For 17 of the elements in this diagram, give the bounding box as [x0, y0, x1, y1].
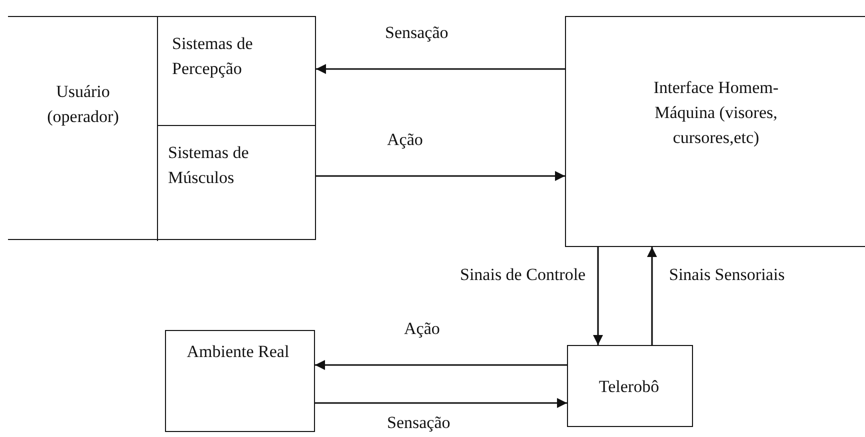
process-box: [165, 330, 315, 432]
arrow: [315, 360, 567, 370]
process-box: [157, 17, 316, 126]
process-box: [565, 16, 865, 247]
arrow: [316, 171, 565, 181]
box-label: Telerobô: [598, 376, 660, 398]
arrow: [647, 247, 657, 345]
box-label: Sistemas de Músculos: [168, 142, 250, 189]
box-label: Sistemas de Percepção: [172, 33, 254, 80]
box-label: Usuário (operador): [46, 81, 120, 128]
arrow: [593, 247, 603, 345]
box-label: Ambiente Real: [186, 341, 290, 363]
arrow: [315, 398, 567, 408]
process-box: [567, 345, 693, 427]
box-label: Interface Homem-Máquina (visores, cursores,etc): [652, 77, 780, 149]
arrow: [316, 64, 565, 74]
process-box: [8, 16, 316, 240]
